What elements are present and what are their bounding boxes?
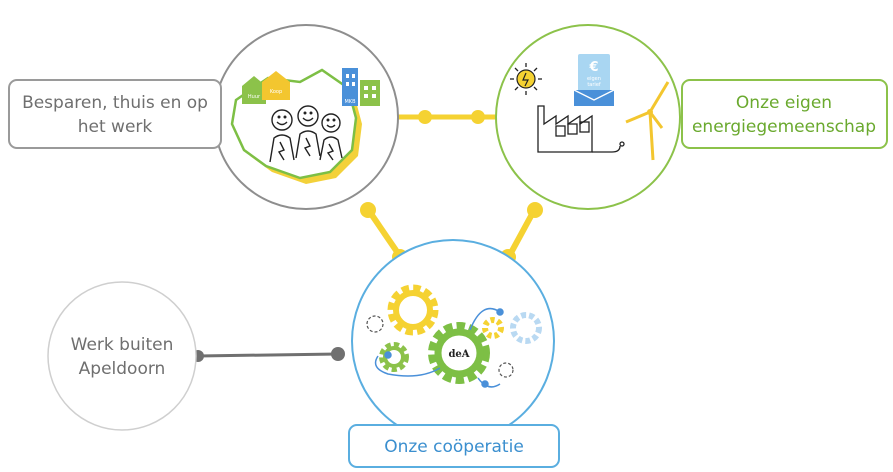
house-1-icon <box>242 76 266 104</box>
werk-buiten-circle <box>47 281 197 431</box>
sun-icon <box>510 63 542 95</box>
house-2-sign: Koop <box>270 89 282 95</box>
card-line2: tarief <box>587 82 601 88</box>
werk-buiten-line2: Apeldoorn <box>79 359 166 379</box>
connector-werk-buiten-dot-right <box>331 347 345 361</box>
cooperatie-circle-group[interactable]: deA <box>351 239 555 443</box>
gear-outline-left-icon <box>366 315 384 333</box>
factory-icon <box>537 105 625 153</box>
card-line1: eigen <box>587 76 601 82</box>
besparen-label-box[interactable]: Besparen, thuis en op het werk <box>8 79 222 149</box>
card-symbol: € <box>588 60 598 75</box>
besparen-line2: het werk <box>78 117 153 137</box>
gear-green-main-icon: deA <box>428 322 490 384</box>
tariff-card-icon: € eigen tarief <box>573 54 615 106</box>
gear-yellow-small-icon <box>482 317 504 339</box>
house-2-icon <box>262 71 290 100</box>
building-2-icon <box>360 80 380 106</box>
connector-werk-buiten <box>197 352 339 358</box>
energie-circle <box>495 24 681 210</box>
houses-icon: Huur Koop <box>242 71 290 104</box>
gear-outline-right-icon <box>498 362 514 378</box>
connector-left-dot-top <box>360 202 376 218</box>
energie-circle-group[interactable]: € eigen tarief <box>495 24 681 210</box>
people-icon <box>269 105 343 163</box>
gear-logo: deA <box>448 349 469 360</box>
connector-right-dot-top <box>527 202 543 218</box>
energie-line2: energiegemeenschap <box>692 117 876 137</box>
werk-buiten-line1: Werk buiten <box>71 335 174 355</box>
gear-blue-light-icon <box>510 312 542 344</box>
besparen-line1: Besparen, thuis en op <box>22 93 208 113</box>
plug-cables-icon <box>374 307 504 388</box>
buildings-icon: MKB <box>342 68 380 106</box>
cooperatie-label: Onze coöperatie <box>384 437 524 457</box>
wind-turbine-icon <box>625 81 670 161</box>
cooperatie-label-box[interactable]: Onze coöperatie <box>348 424 560 468</box>
connector-top-dot-left <box>418 110 432 124</box>
gray-connector <box>192 347 345 362</box>
energie-label-box[interactable]: Onze eigen energiegemeenschap <box>681 79 888 149</box>
besparen-circle-group[interactable]: Huur Koop MKB <box>213 24 399 210</box>
building-sign: MKB <box>344 99 356 105</box>
gears-illustration: deA <box>366 284 542 388</box>
tariff-card <box>578 54 610 98</box>
gear-yellow-large-icon <box>387 284 439 336</box>
werk-buiten-node[interactable]: Werk buiten Apeldoorn <box>47 281 197 431</box>
connector-top-dot-right <box>471 110 485 124</box>
energie-line1: Onze eigen <box>736 93 832 113</box>
house-1-sign: Huur <box>248 94 261 100</box>
